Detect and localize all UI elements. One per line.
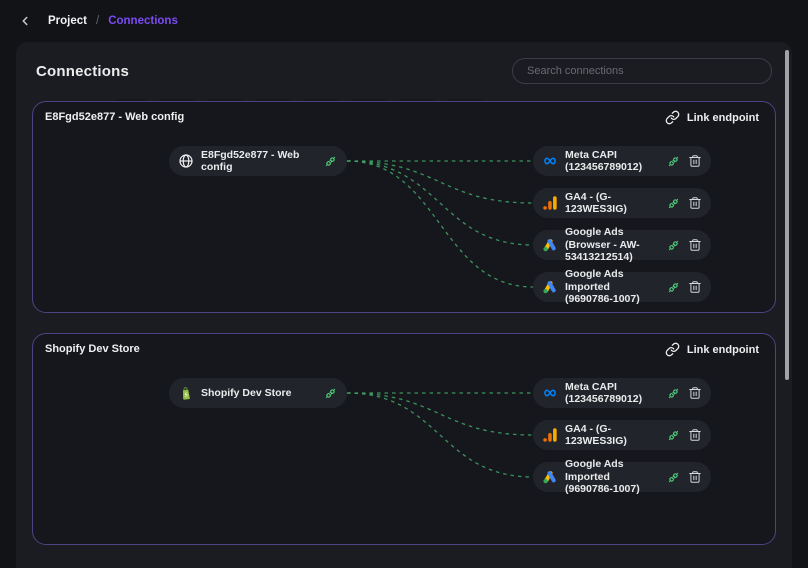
page-title: Connections	[36, 62, 130, 80]
globe-icon	[178, 153, 194, 169]
link-endpoint-button[interactable]: Link endpoint	[663, 340, 761, 359]
trash-icon[interactable]	[688, 280, 702, 294]
shopify-icon: S	[178, 385, 194, 401]
destination-node-label: GA4 - (G-123WES3IG)	[565, 190, 627, 215]
source-node[interactable]: E8Fgd52e877 - Web config	[169, 146, 347, 176]
search-input[interactable]	[512, 58, 772, 84]
topbar: Project / Connections	[0, 0, 808, 42]
plug-icon[interactable]	[323, 154, 338, 169]
link-icon	[665, 342, 680, 357]
card-title: Shopify Dev Store	[45, 343, 140, 355]
source-node-label: Shopify Dev Store	[201, 386, 292, 399]
breadcrumb-project[interactable]: Project	[48, 15, 87, 27]
plug-icon[interactable]	[666, 196, 681, 211]
flow-area: E8Fgd52e877 - Web config Meta CAPI (1234…	[33, 102, 775, 312]
connector-lines	[346, 392, 534, 478]
connection-card: Shopify Dev Store Link endpoint S Shopif…	[32, 333, 776, 545]
link-endpoint-button[interactable]: Link endpoint	[663, 108, 761, 127]
link-endpoint-label: Link endpoint	[686, 111, 759, 124]
chevron-left-icon	[18, 14, 32, 28]
destination-node[interactable]: Meta CAPI (123456789012)	[533, 146, 711, 176]
trash-icon[interactable]	[688, 196, 702, 210]
destination-node[interactable]: Google Ads Imported (9690786-1007)	[533, 458, 711, 495]
destination-node[interactable]: Google Ads (Browser - AW-53413212514)	[533, 226, 711, 263]
google-ads-icon	[542, 237, 558, 253]
meta-icon	[542, 385, 558, 401]
destination-node-label: Meta CAPI (123456789012)	[565, 148, 643, 173]
link-icon	[665, 110, 680, 125]
trash-icon[interactable]	[688, 238, 702, 252]
connector-lines	[346, 160, 534, 288]
destination-node[interactable]: GA4 - (G-123WES3IG)	[533, 188, 711, 218]
plug-icon[interactable]	[666, 428, 681, 443]
destination-node[interactable]: GA4 - (G-123WES3IG)	[533, 420, 711, 450]
trash-icon[interactable]	[688, 470, 702, 484]
plug-icon[interactable]	[323, 386, 338, 401]
flow-area: S Shopify Dev Store Meta CAPI (123456789…	[33, 334, 775, 544]
breadcrumb-separator: /	[96, 15, 100, 27]
plug-icon[interactable]	[666, 386, 681, 401]
ga4-icon	[542, 427, 558, 443]
panel-header: Connections	[16, 42, 792, 101]
plug-icon[interactable]	[666, 238, 681, 253]
ga4-icon	[542, 195, 558, 211]
plug-icon[interactable]	[666, 470, 681, 485]
trash-icon[interactable]	[688, 386, 702, 400]
breadcrumb-connections[interactable]: Connections	[108, 15, 178, 27]
connections-panel: Connections E8Fgd52e877 - Web config Lin…	[16, 42, 792, 568]
svg-text:S: S	[184, 392, 188, 398]
destination-node-label: Google Ads Imported (9690786-1007)	[565, 458, 640, 496]
trash-icon[interactable]	[688, 154, 702, 168]
destination-node-label: Google Ads (Browser - AW-53413212514)	[565, 226, 640, 264]
trash-icon[interactable]	[688, 428, 702, 442]
destination-node-label: Google Ads Imported (9690786-1007)	[565, 268, 640, 306]
connection-card: E8Fgd52e877 - Web config Link endpoint E…	[32, 101, 776, 313]
cards-list: E8Fgd52e877 - Web config Link endpoint E…	[16, 101, 792, 545]
scrollbar-thumb[interactable]	[785, 50, 789, 380]
destinations-column: Meta CAPI (123456789012) GA4 - (G-123WES…	[533, 146, 711, 305]
source-node[interactable]: S Shopify Dev Store	[169, 378, 347, 408]
destinations-column: Meta CAPI (123456789012) GA4 - (G-123WES…	[533, 378, 711, 495]
destination-node-label: Meta CAPI (123456789012)	[565, 380, 643, 405]
meta-icon	[542, 153, 558, 169]
card-title: E8Fgd52e877 - Web config	[45, 111, 185, 123]
destination-node[interactable]: Google Ads Imported (9690786-1007)	[533, 268, 711, 305]
google-ads-icon	[542, 279, 558, 295]
plug-icon[interactable]	[666, 280, 681, 295]
google-ads-icon	[542, 469, 558, 485]
link-endpoint-label: Link endpoint	[686, 343, 759, 356]
back-button[interactable]	[18, 14, 32, 28]
source-node-label: E8Fgd52e877 - Web config	[201, 148, 300, 173]
plug-icon[interactable]	[666, 154, 681, 169]
destination-node[interactable]: Meta CAPI (123456789012)	[533, 378, 711, 408]
destination-node-label: GA4 - (G-123WES3IG)	[565, 422, 627, 447]
breadcrumb: Project / Connections	[48, 15, 178, 27]
